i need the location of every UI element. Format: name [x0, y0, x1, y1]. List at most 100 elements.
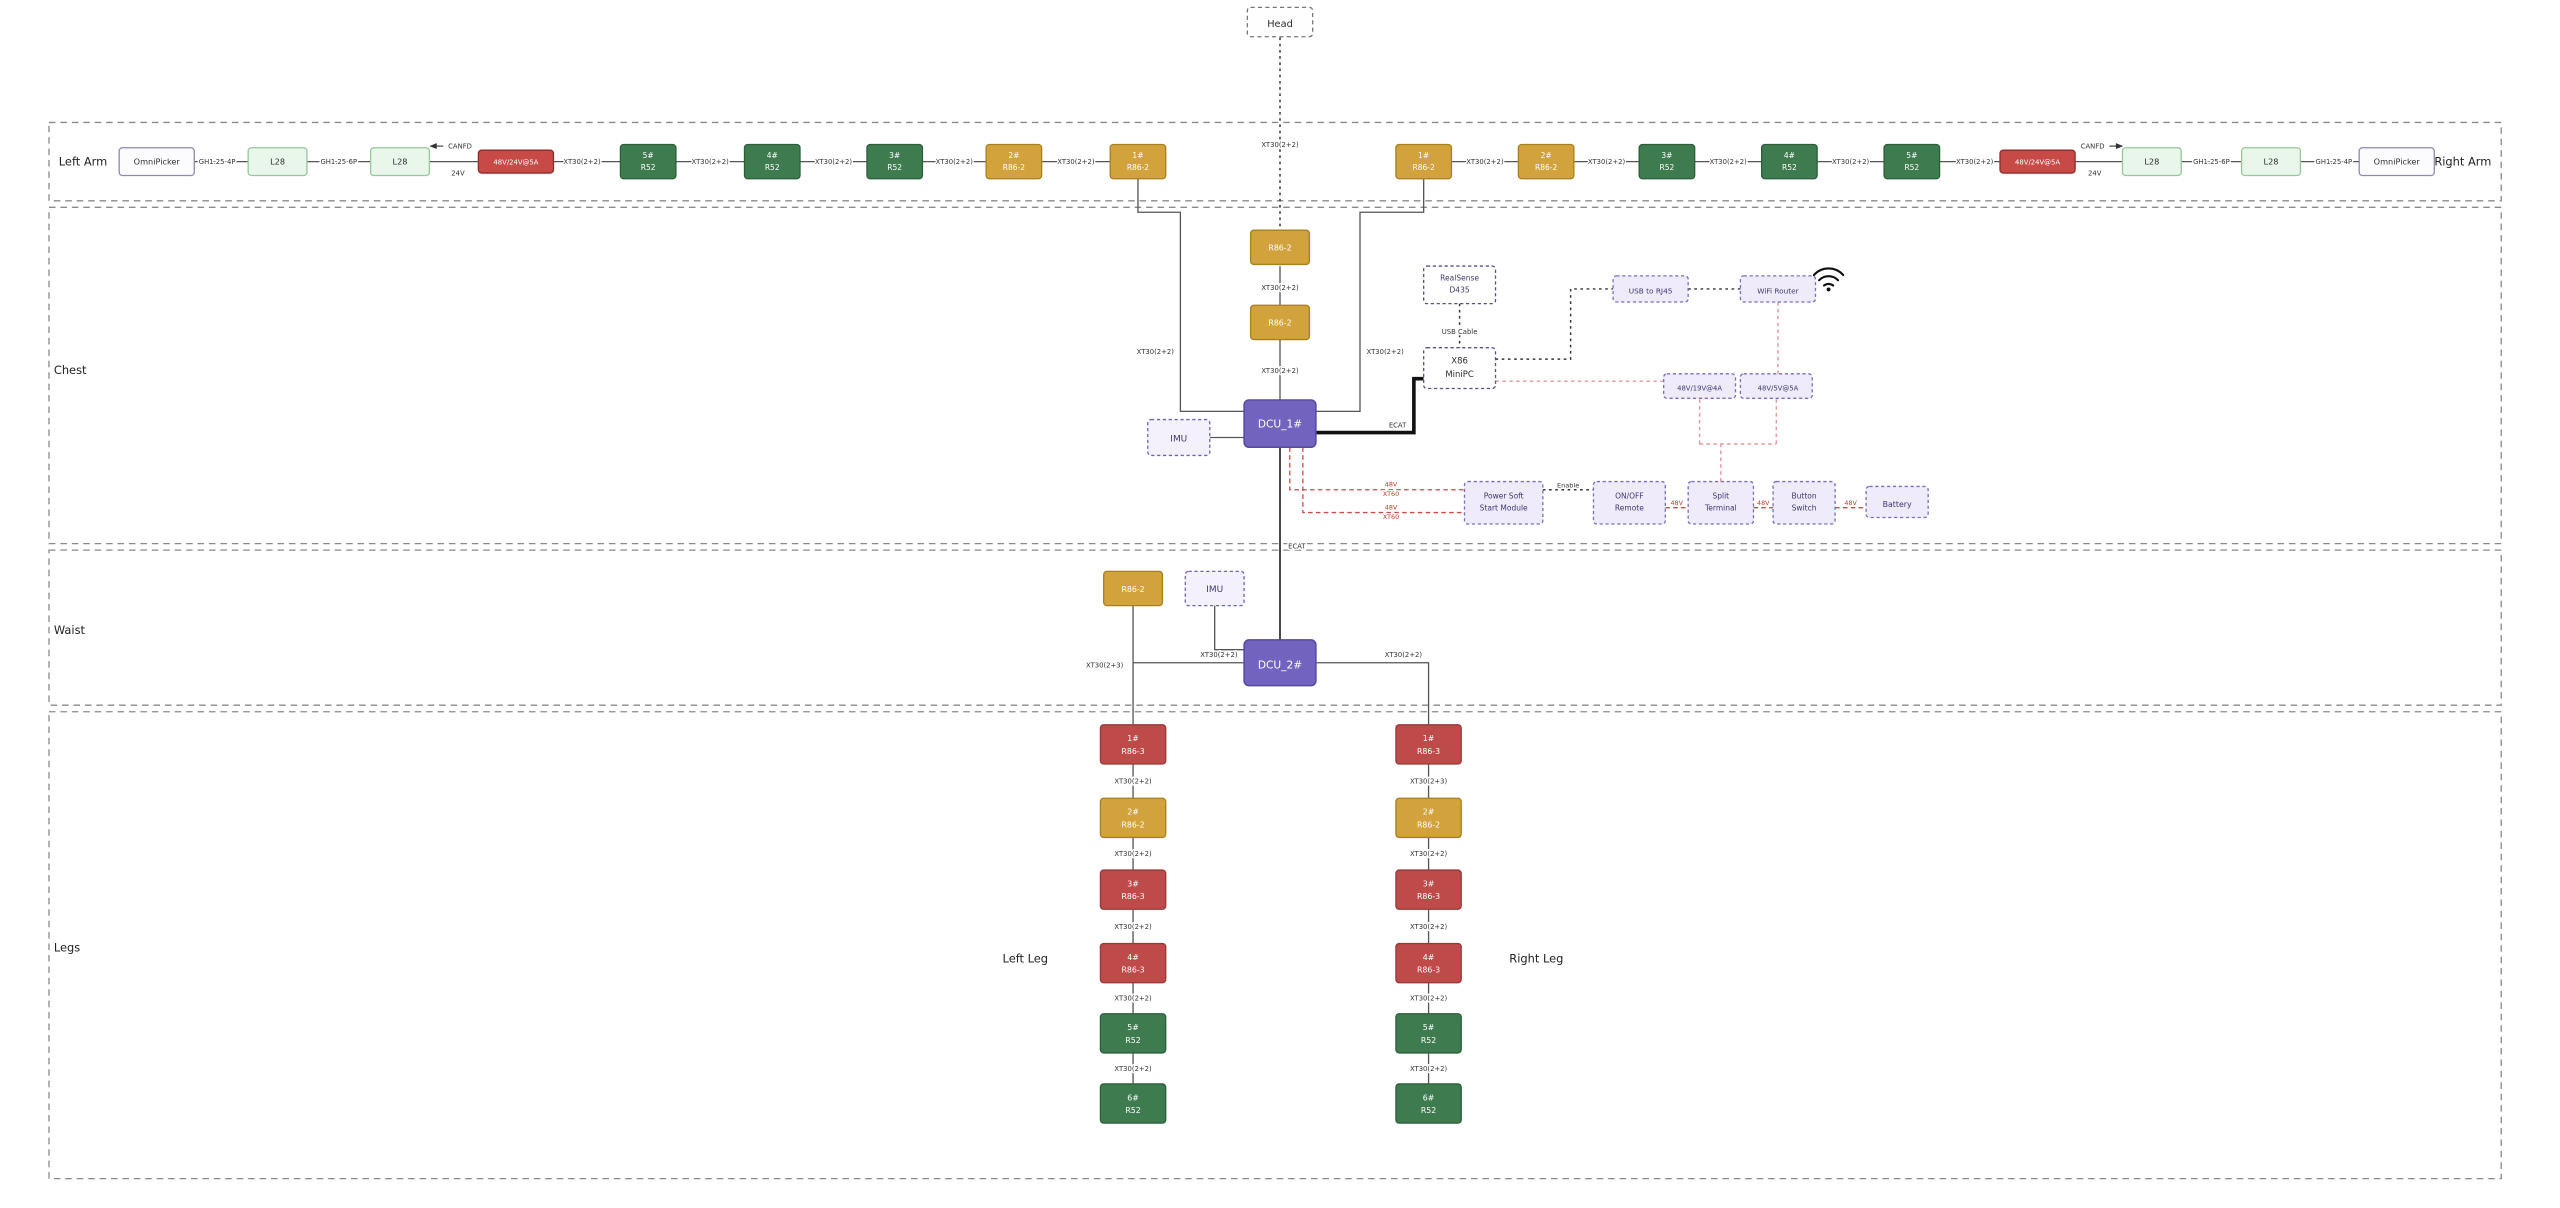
right-arm-24v-label: 24V	[2088, 169, 2102, 177]
right-arm-node-label-2-l2: R52	[1660, 163, 1675, 172]
head-connector-label: XT30(2+2)	[1261, 141, 1299, 149]
chest-motor-1-box	[1249, 229, 1311, 266]
wire-split-button-label: 48V	[1757, 500, 1770, 507]
right-leg-node-label-0-l1: 1#	[1423, 734, 1435, 743]
section-arms-frame	[48, 121, 2502, 202]
left-arm-node-label-7: 2#R86-2	[1003, 151, 1025, 172]
left-leg-node-label-1-l1: 2#	[1127, 808, 1139, 817]
left-leg-link-label-4: XT30(2+2)	[1114, 1065, 1152, 1073]
right-arm-node-label-1-l2: R86-2	[1535, 163, 1557, 172]
left-arm-canfd-label: CANFD	[448, 143, 472, 151]
left-arm-node-0-omnipicker	[118, 147, 195, 177]
left-arm-node-4-r52	[619, 143, 677, 180]
right-leg-node-label-5-l1: 6#	[1423, 1093, 1435, 1102]
left-arm-node-8-r86-2	[1109, 143, 1167, 180]
right-arm-node-label-4-l1: 5#	[1906, 151, 1917, 160]
left-leg-node-label-2-l1: 3#	[1127, 879, 1139, 888]
right-leg-node-label-1-l2: R86-2	[1417, 820, 1440, 829]
left-arm-node-label-5: 4#R52	[765, 151, 780, 172]
left-leg-link-label-3: XT30(2+2)	[1114, 995, 1152, 1003]
right-arm-link-label-3: XT30(2+2)	[1832, 158, 1870, 166]
ecat-pc-line	[1315, 376, 1424, 435]
right-arm-node-label-6: L28	[2144, 156, 2159, 166]
usb-to-rj45-label: USB to RJ45	[1629, 286, 1673, 295]
right-leg-node-4-r52	[1395, 1013, 1462, 1054]
split-terminal-box	[1687, 480, 1755, 525]
left-arm-node-5-r52	[743, 143, 801, 180]
right-leg-node-label-3-l1: 4#	[1423, 953, 1435, 962]
right-arm-node-label-3: 4#R52	[1782, 151, 1797, 172]
right-arm-canfd-label: CANFD	[2081, 143, 2105, 151]
right-arm-node-label-2: 3#R52	[1660, 151, 1675, 172]
battery-box	[1865, 485, 1929, 519]
left-leg-node-5-r52	[1099, 1083, 1167, 1124]
right-leg-node-1-r86-2	[1395, 797, 1462, 839]
wifi-icon-arc-3	[1822, 282, 1835, 287]
left-arm-node-label-4: 5#R52	[641, 151, 656, 172]
dcu-softstart-wire-b	[1302, 447, 1465, 514]
left-arm-node-label-2: L28	[393, 156, 408, 166]
dcu2-box	[1243, 639, 1317, 687]
left-arm-node-label-8-l2: R86-2	[1127, 163, 1149, 172]
left-arm-node-1-l28	[247, 147, 308, 177]
right-arm-node-label-0: 1#R86-2	[1413, 151, 1435, 172]
left-arm-node-label-7-l2: R86-2	[1003, 163, 1025, 172]
enable-label: Enable	[1557, 481, 1579, 489]
button-switch-label-l1: Button	[1792, 492, 1817, 501]
wire-b-xt60-label: XT60	[1383, 514, 1399, 521]
wire-b-48v-label: 48V	[1385, 504, 1398, 511]
section-legs-frame	[48, 711, 2502, 1180]
right-arm-node-label-7: L28	[2264, 156, 2279, 166]
soft-start-label-l2: Start Module	[1480, 504, 1528, 513]
left-arm-to-dcu-line	[1137, 178, 1245, 413]
brick-19v-box	[1663, 373, 1737, 399]
wire-a-48v-label: 48V	[1385, 481, 1398, 488]
right-leg-node-label-4-l1: 5#	[1423, 1023, 1435, 1032]
right-arm-link-label-1: XT30(2+2)	[1588, 158, 1626, 166]
x86-minipc-label-l1: X86	[1451, 356, 1468, 366]
left-arm-node-label-4-l1: 5#	[643, 151, 654, 160]
left-leg-node-0-r86-3	[1099, 724, 1167, 765]
left-arm-node-label-5-l1: 4#	[767, 151, 778, 160]
usb-to-rj45-box	[1612, 275, 1689, 303]
left-arm-node-6-r52	[866, 143, 924, 180]
chest-imu-box	[1147, 418, 1211, 457]
left-leg-node-label-4: 5#R52	[1125, 1023, 1140, 1045]
waist-imu-box	[1184, 570, 1245, 607]
left-arm-link-label-1: GH1.25-6P	[320, 158, 357, 166]
waist-right-leg-line	[1315, 662, 1430, 725]
right-leg-node-5-r52	[1395, 1083, 1462, 1124]
realsense-label-l1: RealSense	[1440, 274, 1479, 283]
left-leg-node-label-0-l1: 1#	[1127, 734, 1139, 743]
waist-motor-label: R86-2	[1121, 585, 1144, 594]
right-arm-node-7-l28	[2240, 147, 2302, 177]
left-arm-node-label-8: 1# R86-2	[1127, 151, 1149, 172]
left-leg-node-label-2-l2: R86-3	[1121, 892, 1144, 901]
section-label-left-arm: Left Arm	[59, 155, 108, 169]
left-arm-link-label-7: XT30(2+2)	[1057, 158, 1095, 166]
right-leg-node-label-0: 1# R86-3	[1417, 734, 1440, 756]
right-arm-to-dcu-label: XT30(2+2)	[1367, 348, 1405, 356]
left-leg-node-4-r52	[1099, 1013, 1167, 1054]
split-to-bricks-line	[1698, 398, 1778, 482]
dcu-softstart-wire-a	[1289, 447, 1465, 491]
left-arm-link-label-3: XT30(2+2)	[563, 158, 601, 166]
left-arm-node-label-6: 3#R52	[887, 151, 902, 172]
right-arm-link-label-0: XT30(2+2)	[1466, 158, 1504, 166]
right-leg-link-label-3: XT30(2+2)	[1410, 995, 1448, 1003]
waist-imu-line	[1214, 605, 1245, 651]
left-arm-to-dcu-label: XT30(2+2)	[1137, 348, 1175, 356]
left-arm-node-label-8-l1: 1#	[1132, 151, 1143, 160]
right-leg-node-0-r86-3	[1395, 724, 1462, 765]
left-arm-canfd-arrowhead-icon	[429, 143, 437, 150]
section-label-right-arm: Right Arm	[2434, 155, 2491, 169]
wifi-router-box	[1739, 275, 1817, 303]
left-arm-node-7-r86-2	[985, 143, 1043, 180]
left-leg-label: Left Leg	[1003, 951, 1049, 965]
right-arm-node-label-4-l2: R52	[1904, 163, 1919, 172]
right-leg-node-label-0-l2: R86-3	[1417, 747, 1440, 756]
